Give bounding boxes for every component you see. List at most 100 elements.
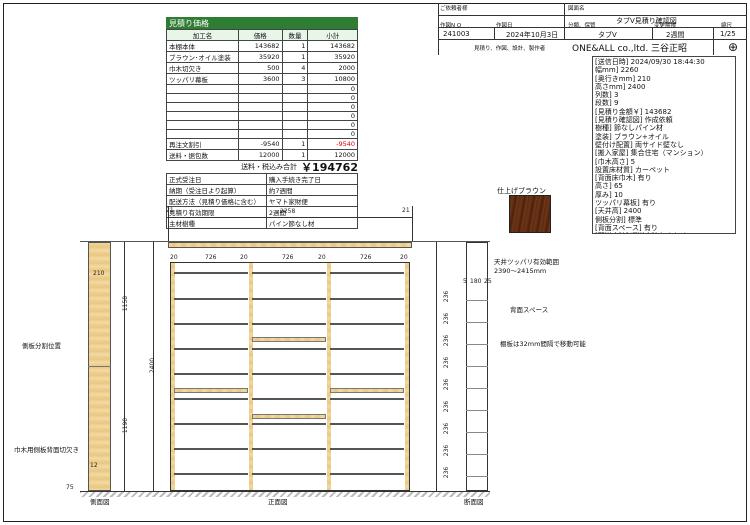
section-shelf-line: [466, 476, 488, 477]
shelf-board: [252, 398, 326, 400]
tension-board: [168, 242, 412, 248]
back-space-label: 背面スペース: [510, 306, 549, 314]
section-view-label: 断面図: [464, 498, 484, 506]
shelf-board: [174, 272, 248, 274]
info-line: 壁付け配置] 両サイド壁なし: [595, 140, 684, 149]
discount-row: 再注文割引 -9540 1 -9540: [166, 138, 358, 150]
dim-right-offset: 21: [402, 207, 410, 214]
header-price: 価格: [237, 29, 283, 41]
info-line: 段数] 9: [595, 99, 619, 108]
drawing-frame: [3, 3, 747, 522]
dim-pitch: 236: [443, 312, 451, 325]
scale-label: 縮尺: [721, 23, 733, 29]
shelf-board: [252, 373, 326, 375]
info-line: 厚み] 10: [595, 190, 623, 199]
section-shelf-line: [466, 410, 488, 411]
shelf-board: [174, 323, 248, 325]
shelf-board: [330, 323, 404, 325]
drawing-name: タブV見積り確認図: [616, 17, 677, 25]
dim-total-height: 2400: [149, 357, 157, 374]
fixed-shelf: [252, 337, 326, 342]
header-subtotal: 小計: [307, 29, 358, 41]
tension-range-value: 2390～2415mm: [494, 267, 547, 275]
skirting-cut-label: 巾木用側板背面切欠き: [14, 446, 79, 454]
fixed-shelf: [174, 388, 248, 393]
order-no: 241003: [443, 30, 470, 38]
shelf-board: [252, 323, 326, 325]
shelf-board: [330, 448, 404, 450]
north-arrow-icon: ⊕: [728, 40, 739, 54]
shelf-board: [174, 398, 248, 400]
dim-col1: 726: [205, 254, 217, 261]
shelf-board: [174, 373, 248, 375]
dim-pitch: 236: [443, 400, 451, 413]
info-line: 側板分割] 標準: [595, 215, 642, 224]
info-line: [配送方法] 運送方法おまかせ: [595, 232, 733, 233]
info-line: 塗装] ブラウン+オイル: [595, 132, 669, 141]
shipping-row: 送料・据包数 12000 1 12000: [166, 149, 358, 161]
finish-swatch: [509, 195, 551, 233]
estimate-row: 0: [166, 102, 358, 112]
info-line: [搬入家屋] 集合住宅（マンション）: [595, 149, 708, 158]
shelf-board: [330, 272, 404, 274]
shelf-board: [174, 423, 248, 425]
spec-row: 主材樹種パイン節なし材: [166, 217, 359, 229]
section-shelf-line: [466, 300, 488, 301]
total-value: ￥194762: [301, 161, 358, 174]
fixed-shelf: [252, 414, 326, 419]
estimate-header-row: 加工名 価格 数量 小計: [166, 29, 358, 41]
dim-pitch: 236: [443, 290, 451, 303]
change-period: 2週間: [666, 31, 685, 39]
info-line: 高さmm] 2400: [595, 82, 646, 91]
info-line: 樹種] 節なしパイン材: [595, 124, 663, 133]
info-line: [背面床巾木] 有り: [595, 174, 652, 183]
dim-pitch: 236: [443, 334, 451, 347]
drawing-type: タブV: [598, 31, 617, 39]
shelf-board: [174, 348, 248, 350]
dim-section-depth: 180: [470, 278, 482, 285]
estimate-row: 0: [166, 111, 358, 121]
drawing-name-label: 図面名: [568, 6, 585, 12]
period-label: 変更期限: [654, 23, 677, 29]
estimate-row: 0: [166, 129, 358, 139]
section-shelf-line: [466, 366, 488, 367]
dim-col3: 726: [360, 254, 372, 261]
info-line: [背面スペース] 有り: [595, 223, 658, 232]
shelf-board: [174, 448, 248, 450]
info-line: 列数] 3: [595, 91, 619, 100]
estimate-row: 0: [166, 93, 358, 103]
shelf-board: [330, 298, 404, 300]
info-line: [奥行きmm] 210: [595, 74, 651, 83]
finish-label: 仕上げブラウン: [497, 187, 546, 195]
dim-lower-height: 1190: [122, 417, 130, 434]
info-line: ツッパリ幕板] 有り: [595, 199, 656, 208]
shelf-board: [252, 448, 326, 450]
dim-kick: 12: [90, 462, 98, 469]
shelf-note-label: 棚板は32mm間隔で移動可能: [500, 340, 586, 348]
shelf-board: [174, 298, 248, 300]
shelf-board: [252, 348, 326, 350]
info-line: 高さ] 65: [595, 182, 623, 191]
shelf-body: [170, 262, 410, 491]
dim-base: 75: [66, 484, 74, 491]
section-shelf-line: [466, 344, 488, 345]
shelf-board: [330, 473, 404, 475]
side-split-label: 側板分割位置: [22, 342, 61, 350]
maker-label: 見積り、作図、設計、製作者: [474, 46, 546, 52]
shelf-board: [174, 473, 248, 475]
dim-pitch: 236: [443, 356, 451, 369]
tension-range-label: 天井ツッパリ有効範囲: [494, 258, 559, 266]
drawing-scale: 1/25: [720, 30, 736, 38]
type-label: 分類、保管: [568, 23, 596, 29]
info-line: [見積り確認図] 作成依頼: [595, 116, 673, 125]
dim-pitch: 236: [443, 444, 451, 457]
info-line: [送信日時] 2024/09/30 18:44:30: [595, 58, 705, 66]
info-line: 設置床材質] カーペット: [595, 165, 670, 174]
spec-row: 納期（受注日より起算）約7週間: [166, 184, 359, 196]
